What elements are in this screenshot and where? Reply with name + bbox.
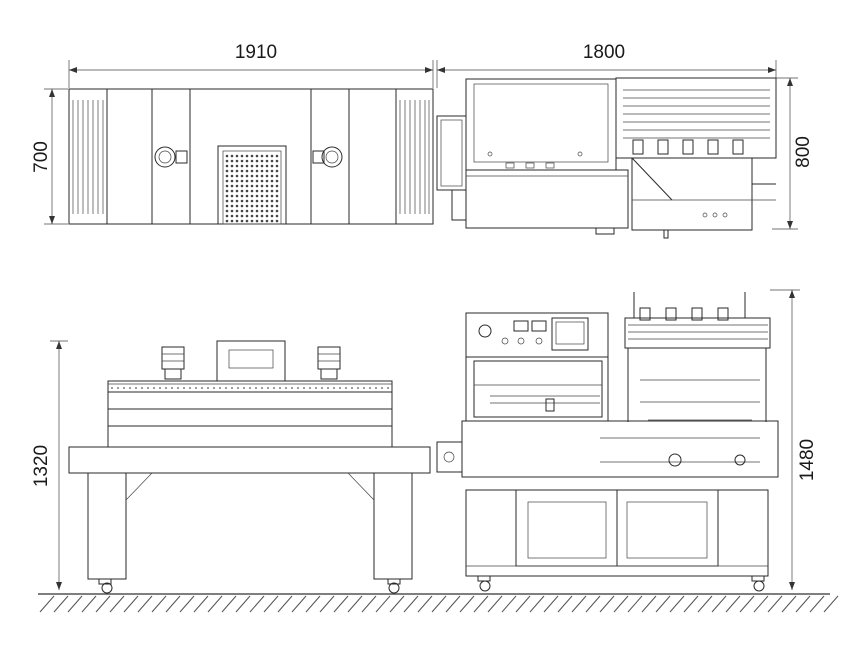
tunnel-front-view [68, 340, 431, 594]
sealer-casters [477, 575, 765, 592]
tunnel-casters [98, 578, 401, 594]
dimension-1320: 1320 [31, 340, 68, 590]
dimension-label-700: 700 [31, 141, 52, 173]
tunnel-top-view [68, 88, 434, 225]
dimension-label-1480: 1480 [797, 439, 818, 481]
film-rollers [623, 89, 770, 139]
dimension-800: 800 [772, 77, 814, 230]
film-rack-front [624, 292, 771, 422]
dimension-label-1800: 1800 [583, 42, 625, 63]
right-motor-icon [312, 146, 343, 168]
dimension-1480: 1480 [770, 289, 818, 590]
left-motor-icon [154, 146, 188, 168]
dimension-1910: 1910 [68, 42, 434, 88]
film-rack-clamps [632, 139, 744, 155]
tunnel-left-motor-icon [161, 346, 185, 380]
left-fins [72, 100, 104, 214]
dimension-700: 700 [31, 88, 68, 225]
dimension-label-1320: 1320 [31, 445, 52, 487]
sealer-front-view [436, 292, 779, 592]
sealer-top-view [436, 77, 777, 239]
perforated-grille [217, 145, 287, 225]
hood-fasteners [487, 151, 583, 169]
dimension-label-1910: 1910 [235, 42, 277, 63]
hmi-screen [551, 317, 589, 351]
tunnel-right-motor-icon [317, 346, 341, 380]
hood-vent-dots [111, 387, 389, 389]
dimension-1800: 1800 [436, 42, 777, 88]
ground-line [38, 593, 839, 613]
control-panel [478, 317, 589, 351]
right-fins [399, 100, 430, 214]
dimension-label-800: 800 [793, 136, 814, 168]
